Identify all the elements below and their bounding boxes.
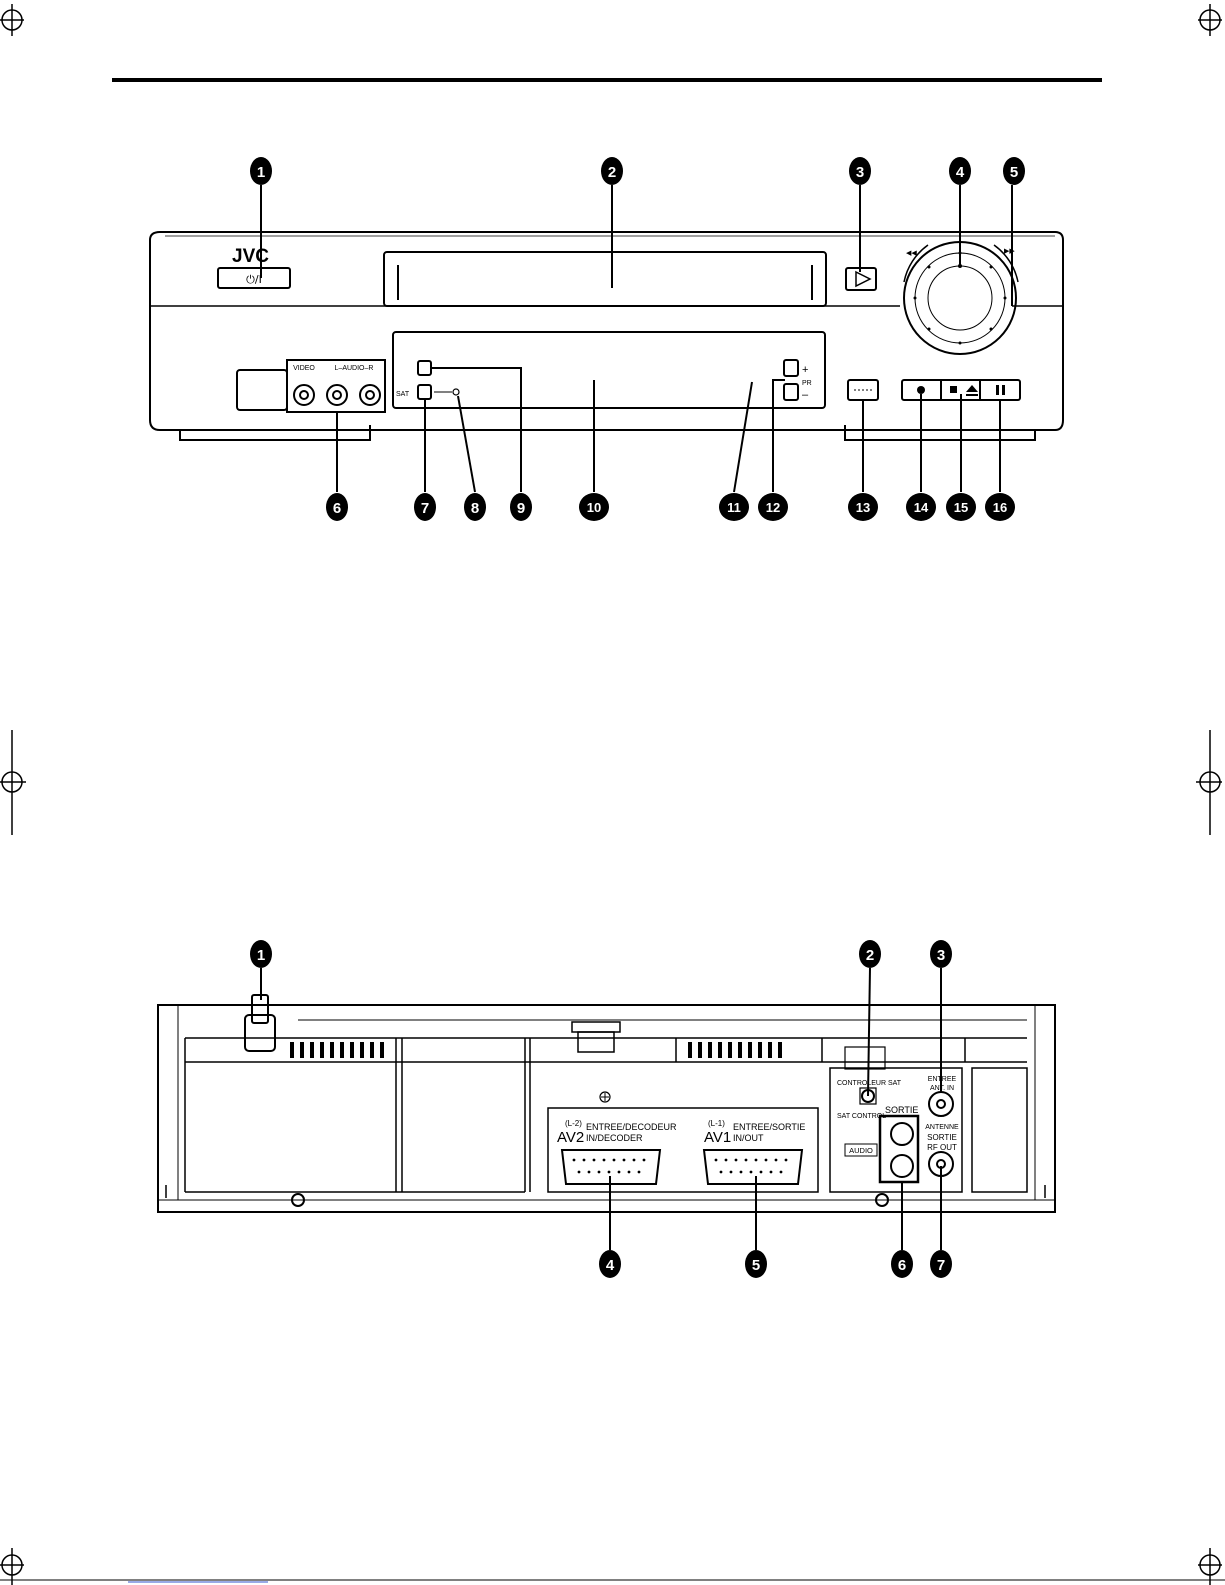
svg-text:11: 11: [727, 500, 741, 515]
rear-panel: [158, 995, 1055, 1212]
rear-leader-lines: [261, 968, 941, 1250]
av2-label: AV2: [557, 1129, 584, 1146]
rear-callout-1: 1: [250, 940, 272, 968]
front-callout-16: 16: [985, 493, 1015, 521]
pr-label: PR: [802, 380, 812, 387]
registration-mark-bl: [0, 1548, 24, 1585]
rear-callout-3: 3: [930, 940, 952, 968]
svg-text:7: 7: [937, 1257, 945, 1274]
sat-control-en-label: SAT CONTROL: [837, 1113, 886, 1120]
svg-text:7: 7: [421, 500, 429, 517]
svg-text:5: 5: [752, 1257, 760, 1274]
av1-desc-en: IN/OUT: [733, 1133, 764, 1143]
scart-pins: [573, 1159, 788, 1174]
svg-text:3: 3: [856, 164, 864, 181]
audio-jack-label: L–AUDIO–R: [335, 365, 374, 372]
sat-label: SAT: [396, 391, 410, 398]
svg-text:2: 2: [608, 164, 616, 181]
av1-label: AV1: [704, 1129, 731, 1146]
rear-callout-7: 7: [930, 1250, 952, 1278]
front-callout-8: 8: [464, 493, 486, 521]
registration-mark-tr: [1198, 4, 1222, 36]
rear-callout-5: 5: [745, 1250, 767, 1278]
svg-text:13: 13: [856, 500, 870, 515]
svg-text:12: 12: [766, 500, 780, 515]
antenna-in-label-1: ENTREE: [928, 1076, 957, 1083]
svg-text:4: 4: [606, 1257, 615, 1274]
rf-out-label-2: SORTIE: [927, 1133, 957, 1142]
front-callouts: 1 2 3 4 5 6 7 8 9 10 11 12 13 14 15 16: [250, 157, 1025, 521]
front-callout-4: 4: [949, 157, 971, 185]
front-callout-13: 13: [848, 493, 878, 521]
svg-text:2: 2: [866, 947, 874, 964]
power-button-label: ⏻/I: [246, 273, 262, 286]
video-jack-label: VIDEO: [293, 365, 315, 372]
front-callout-6: 6: [326, 493, 348, 521]
front-callout-2: 2: [601, 157, 623, 185]
svg-text:14: 14: [914, 500, 929, 515]
svg-text:15: 15: [954, 500, 968, 515]
front-callout-1: 1: [250, 157, 272, 185]
front-callout-10: 10: [579, 493, 609, 521]
pr-plus-label: +: [802, 364, 808, 376]
front-callout-7: 7: [414, 493, 436, 521]
svg-text:4: 4: [956, 164, 965, 181]
av2-desc-en: IN/DECODER: [586, 1133, 643, 1143]
rear-callout-2: 2: [859, 940, 881, 968]
audio-out-sortie-label: SORTIE: [885, 1105, 918, 1115]
forward-label: ▶▶: [1004, 247, 1015, 255]
svg-text:6: 6: [898, 1257, 906, 1274]
registration-mark-ml: [0, 730, 26, 835]
svg-text:1: 1: [257, 947, 265, 964]
svg-text:10: 10: [587, 500, 601, 515]
front-callout-3: 3: [849, 157, 871, 185]
registration-mark-tl: [0, 4, 24, 36]
rf-out-label-1: ANTENNE: [925, 1124, 959, 1131]
rf-out-label-3: RF OUT: [927, 1143, 957, 1152]
svg-text:1: 1: [257, 164, 265, 181]
svg-text:6: 6: [333, 500, 341, 517]
svg-text:8: 8: [471, 500, 479, 517]
av2-sub-label: (L-2): [565, 1119, 582, 1128]
header-rule: [112, 78, 1102, 82]
av1-desc-fr: ENTREE/SORTIE: [733, 1122, 805, 1132]
brand-logo: JVC: [232, 246, 269, 267]
av1-sub-label: (L-1): [708, 1119, 725, 1128]
front-callout-12: 12: [758, 493, 788, 521]
pr-minus-label: –: [802, 389, 809, 401]
rear-callouts: 1 2 3 4 5 6 7: [250, 940, 952, 1278]
registration-mark-br: [1198, 1548, 1222, 1585]
rear-callout-6: 6: [891, 1250, 913, 1278]
registration-mark-mr: [1196, 730, 1222, 835]
av2-desc-fr: ENTREE/DECODEUR: [586, 1122, 677, 1132]
svg-text:5: 5: [1010, 164, 1018, 181]
front-panel: [150, 232, 1063, 440]
rewind-label: ◀◀: [906, 249, 917, 257]
svg-text:9: 9: [517, 500, 525, 517]
rear-callout-4: 4: [599, 1250, 621, 1278]
sat-control-fr-label: CONTROLEUR SAT: [837, 1080, 902, 1087]
svg-text:3: 3: [937, 947, 945, 964]
front-callout-5: 5: [1003, 157, 1025, 185]
svg-text:16: 16: [993, 500, 1007, 515]
front-callout-15: 15: [946, 493, 976, 521]
front-callout-9: 9: [510, 493, 532, 521]
rear-vents: [290, 1042, 782, 1058]
front-callout-11: 11: [719, 493, 749, 521]
audio-label: AUDIO: [849, 1146, 873, 1155]
front-callout-14: 14: [906, 493, 936, 521]
